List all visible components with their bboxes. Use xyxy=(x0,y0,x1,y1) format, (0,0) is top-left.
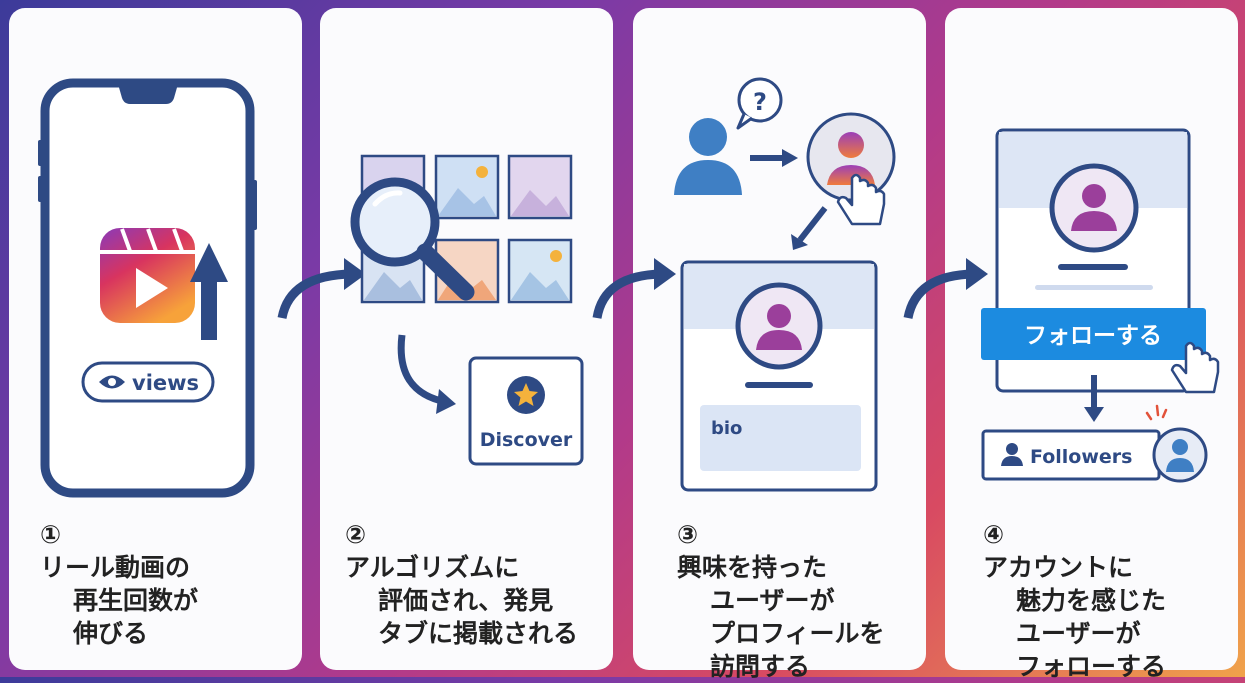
question-bubble-icon: ? xyxy=(736,77,783,130)
followers-label: Followers xyxy=(1030,446,1132,468)
new-follower-avatar xyxy=(1152,427,1208,483)
star-badge-icon xyxy=(507,376,545,414)
step4-caption: ④ アカウントに 魅力を感じた ユーザーが フォローする xyxy=(983,520,1167,681)
diagonal-arrow xyxy=(797,206,828,242)
sparkle-icon xyxy=(1145,404,1168,421)
bio-box xyxy=(700,405,861,471)
step2-caption: ② アルゴリズムに 評価され、発見 タブに掲載される xyxy=(345,520,579,648)
profile-card-avatar xyxy=(735,282,823,370)
down-curve-arrow xyxy=(397,334,447,406)
reels-icon xyxy=(100,228,195,323)
connector-arrow-2 xyxy=(592,269,663,319)
views-label: views xyxy=(132,371,199,395)
up-arrow-icon xyxy=(190,243,228,340)
magnifier-icon xyxy=(350,177,475,301)
eye-icon xyxy=(99,375,125,389)
connector-arrow-3 xyxy=(903,269,975,320)
views-pill xyxy=(81,361,215,403)
connector-arrow-1 xyxy=(277,269,353,320)
bio-label: bio xyxy=(711,418,742,439)
hand-cursor-icon-2 xyxy=(1170,341,1220,394)
follow-button[interactable] xyxy=(981,308,1206,360)
discover-label: Discover xyxy=(480,429,573,451)
follow-button-label: フォローする xyxy=(1024,323,1162,349)
svg-text:?: ? xyxy=(753,88,767,116)
step3-caption: ③ 興味を持った ユーザーが プロフィールを 訪問する xyxy=(677,520,885,681)
user-icon xyxy=(674,118,742,195)
hand-cursor-icon xyxy=(836,173,886,226)
step1-caption: ① リール動画の 再生回数が 伸びる xyxy=(40,520,199,648)
person-icon xyxy=(1001,443,1023,466)
step2-panel xyxy=(320,8,613,670)
account-avatar xyxy=(1049,163,1139,253)
